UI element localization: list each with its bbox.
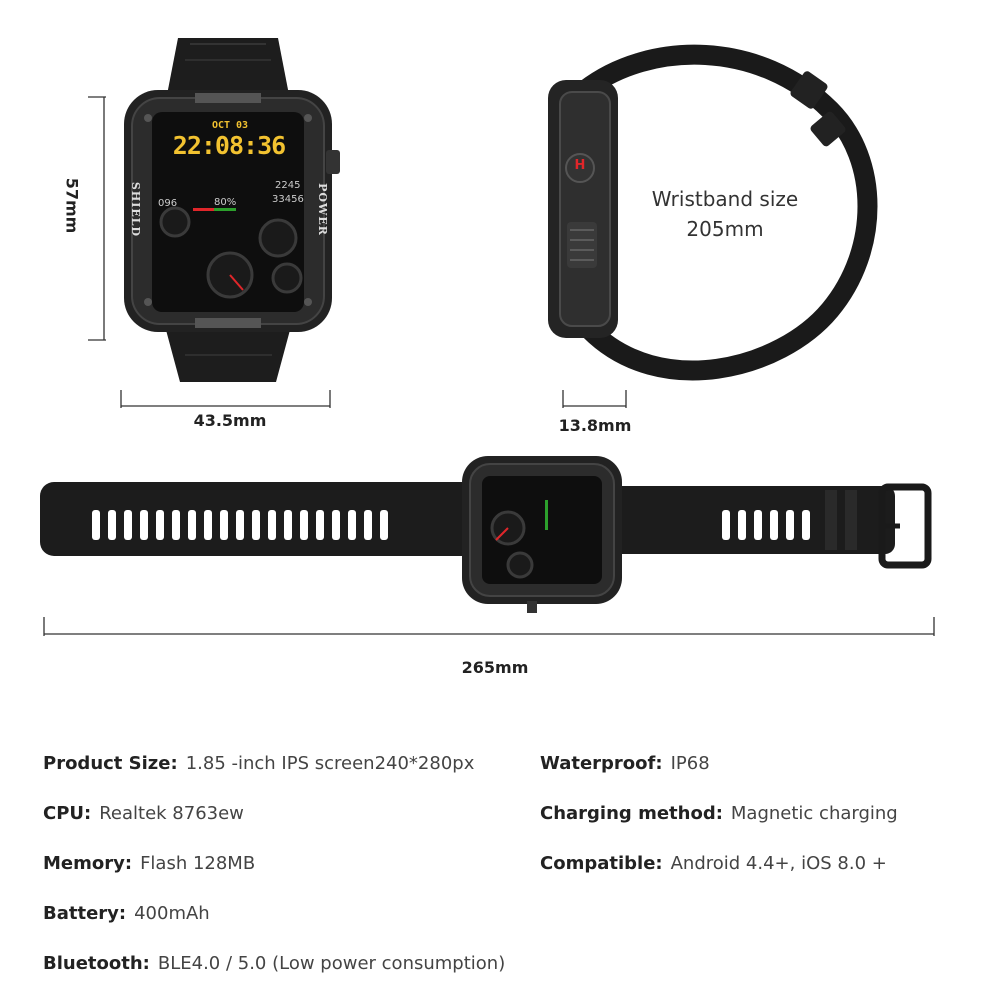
spec-value: IP68 bbox=[670, 753, 710, 774]
width-dimension-bracket bbox=[120, 390, 331, 408]
flat-band-watch bbox=[40, 456, 932, 613]
watch-time: 22:08:36 bbox=[172, 131, 286, 160]
spec-value: 1.85 -inch IPS screen240*280px bbox=[185, 753, 475, 774]
spec-key: Compatible: bbox=[540, 853, 663, 874]
spec-cpu: CPU: Realtek 8763ew bbox=[43, 803, 244, 824]
spec-key: Bluetooth: bbox=[43, 953, 150, 974]
length-label: 265mm bbox=[461, 658, 529, 677]
thickness-label: 13.8mm bbox=[558, 416, 632, 435]
spec-key: Charging method: bbox=[540, 803, 723, 824]
wristband-line-1: Wristband size bbox=[651, 187, 799, 211]
length-dimension-bracket bbox=[43, 617, 935, 636]
height-label: 57mm bbox=[62, 177, 82, 234]
spec-value: 400mAh bbox=[134, 903, 210, 924]
spec-value: Android 4.4+, iOS 8.0 + bbox=[670, 853, 887, 874]
wristband-size: Wristband size 205mm bbox=[630, 184, 820, 244]
front-watch bbox=[124, 38, 340, 382]
spec-bluetooth: Bluetooth: BLE4.0 / 5.0 (Low power consum… bbox=[43, 953, 505, 974]
spec-value: Magnetic charging bbox=[730, 803, 898, 824]
watch-brand-left: SHIELD bbox=[129, 181, 143, 238]
width-label: 43.5mm bbox=[193, 411, 267, 430]
spec-value: Flash 128MB bbox=[140, 853, 256, 874]
watch-num-2: 80% bbox=[214, 197, 237, 208]
height-dimension-bracket bbox=[88, 96, 106, 341]
wristband-line-2: 205mm bbox=[686, 217, 764, 241]
spec-key: CPU: bbox=[43, 803, 92, 824]
spec-compatible: Compatible: Android 4.4+, iOS 8.0 + bbox=[540, 853, 887, 874]
side-watch bbox=[548, 44, 878, 381]
spec-memory: Memory: Flash 128MB bbox=[43, 853, 255, 874]
spec-key: Memory: bbox=[43, 853, 133, 874]
spec-battery: Battery: 400mAh bbox=[43, 903, 210, 924]
spec-key: Battery: bbox=[43, 903, 127, 924]
spec-charging: Charging method: Magnetic charging bbox=[540, 803, 898, 824]
watch-brand-right: POWER bbox=[315, 183, 329, 236]
thickness-dimension-bracket bbox=[562, 390, 627, 408]
watch-date: OCT 03 bbox=[211, 120, 249, 131]
watch-num-1: 096 bbox=[158, 198, 178, 209]
spec-key: Waterproof: bbox=[540, 753, 663, 774]
spec-value: Realtek 8763ew bbox=[99, 803, 244, 824]
spec-product-size: Product Size: 1.85 -inch IPS screen240*28… bbox=[43, 753, 474, 774]
spec-key: Product Size: bbox=[43, 753, 178, 774]
side-button-letter: H bbox=[574, 158, 586, 173]
spec-waterproof: Waterproof: IP68 bbox=[540, 753, 710, 774]
watch-num-3: 2245 bbox=[275, 180, 301, 191]
spec-value: BLE4.0 / 5.0 (Low power consumption) bbox=[157, 953, 506, 974]
watch-num-4: 33456 bbox=[272, 194, 304, 205]
